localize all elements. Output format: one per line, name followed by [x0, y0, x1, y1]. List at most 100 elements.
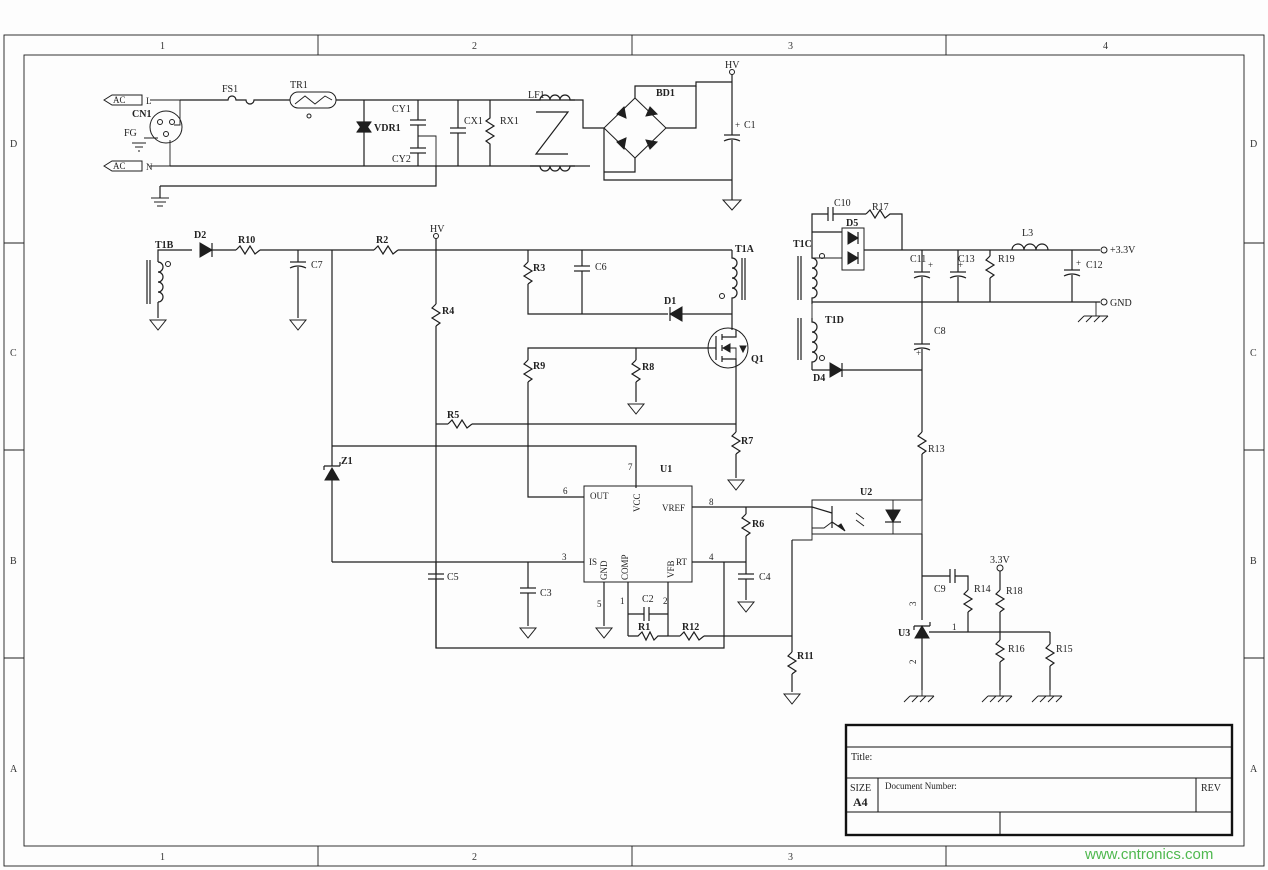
output-gnd-label: GND: [1110, 298, 1132, 309]
r5-label: R5: [447, 410, 459, 421]
frame-col-4-top: 4: [1103, 41, 1108, 52]
r19-label: R19: [998, 254, 1015, 265]
u1-pin-3-num: 3: [562, 552, 567, 562]
u2-optocoupler: [811, 499, 923, 535]
u1-pin-out: OUT: [590, 491, 609, 501]
c3-ground: [518, 627, 538, 639]
r8-resistor: [630, 359, 642, 383]
frame-row-c-left: C: [10, 348, 17, 359]
svg-text:+: +: [958, 260, 963, 270]
r13-label: R13: [928, 444, 945, 455]
r2-resistor: [373, 244, 399, 256]
frame-col-3-top: 3: [788, 41, 793, 52]
sense-3v3-label: 3.3V: [990, 555, 1011, 566]
u3-label: U3: [898, 628, 910, 639]
cn1-connector: [149, 110, 183, 144]
fs1-fuse: [222, 95, 260, 105]
frame-row-b-right: B: [1250, 556, 1257, 567]
ac-connector-l: [103, 94, 143, 106]
d5-label: D5: [846, 218, 858, 229]
ac-connector-n: [103, 160, 143, 172]
u3-shunt-regulator: [914, 625, 930, 639]
r17-label: R17: [872, 202, 889, 213]
z1-zener: [324, 467, 340, 481]
d5-dual-diode: [841, 227, 865, 271]
r19-resistor: [984, 255, 996, 279]
u3-chassis-ground: [903, 690, 935, 703]
c1-ground: [721, 199, 743, 211]
size-field-label: SIZE: [850, 783, 871, 794]
frame-col-1-bottom: 1: [160, 852, 165, 863]
r9-resistor: [522, 359, 534, 383]
r3-label: R3: [533, 263, 545, 274]
r7-label: R7: [741, 436, 753, 447]
l3-label: L3: [1022, 228, 1033, 239]
c9-label: C9: [934, 584, 946, 595]
r16-resistor: [994, 639, 1006, 663]
svg-text:+: +: [735, 120, 740, 130]
c6-label: C6: [595, 262, 607, 273]
r10-resistor: [235, 244, 261, 256]
r8-ground: [626, 403, 646, 415]
r11-label: R11: [797, 651, 814, 662]
output-gnd-terminal: [1100, 298, 1108, 306]
frame-row-c-right: C: [1250, 348, 1257, 359]
u1-pin-vref: VREF: [662, 503, 685, 513]
c10-label: C10: [834, 198, 851, 209]
cn1-label: CN1: [132, 109, 151, 120]
r15-label: R15: [1056, 644, 1073, 655]
r16-chassis-ground: [981, 690, 1013, 703]
r15-resistor: [1044, 643, 1056, 667]
frame-row-d-left: D: [10, 139, 17, 150]
fs1-label: FS1: [222, 84, 238, 95]
l3-inductor: [1011, 243, 1049, 251]
r9-label: R9: [533, 361, 545, 372]
c8-label: C8: [934, 326, 946, 337]
r11-resistor: [786, 651, 798, 675]
u1-controller: [583, 485, 693, 583]
frame-col-2-top: 2: [472, 41, 477, 52]
ac-label-n: AC: [113, 161, 126, 171]
c1-label: C1: [744, 120, 756, 131]
cy1-label: CY1: [392, 104, 411, 115]
d4-label: D4: [813, 373, 825, 384]
cn1-pin-l-label: L: [146, 96, 152, 106]
frame-col-3-bottom: 3: [788, 852, 793, 863]
r14-resistor: [962, 589, 974, 613]
r3-resistor: [522, 261, 534, 285]
ac-input-section: AC AC L N CN1 FG FS1 TR1 VDR1: [103, 60, 756, 211]
c4-label: C4: [759, 572, 771, 583]
lf1-choke-bottom: [530, 165, 575, 172]
r16-label: R16: [1008, 644, 1025, 655]
u1-pin-gnd: GND: [599, 560, 609, 580]
frame-row-a-left: A: [10, 764, 18, 775]
u1-label: U1: [660, 464, 672, 475]
u1-pin-rt: RT: [676, 557, 687, 567]
svg-text:+: +: [916, 348, 921, 358]
secondary-output-section: T1C C10 R17 D5 C11 + C13 + R19 L3: [793, 198, 1136, 703]
r1-label: R1: [638, 622, 650, 633]
tr1-label: TR1: [290, 80, 308, 91]
r14-label: R14: [974, 584, 991, 595]
d1-label: D1: [664, 296, 676, 307]
r1-resistor: [628, 630, 668, 642]
frame-row-d-right: D: [1250, 139, 1257, 150]
drawing-frame: 1 2 3 4 1 2 3 D C B A D C B A: [3, 34, 1265, 867]
output-3v3-terminal: [1100, 246, 1108, 254]
r2-label: R2: [376, 235, 388, 246]
u2-label: U2: [860, 487, 872, 498]
q1-label: Q1: [751, 354, 764, 365]
r11-ground: [782, 693, 802, 705]
r7-resistor: [730, 431, 742, 455]
r8-label: R8: [642, 362, 654, 373]
output-3v3-label: +3.3V: [1110, 245, 1136, 256]
output-chassis-ground: [1077, 302, 1109, 323]
lf1-label: LF1: [528, 90, 545, 101]
r6-resistor: [740, 513, 752, 537]
r17-resistor: [865, 208, 903, 250]
primary-control-section: T1B D2 R10 C7 R2 HV R4 R3: [146, 224, 814, 705]
u3-pin-2-num: 2: [908, 660, 918, 665]
r12-label: R12: [682, 622, 699, 633]
u1-pin-5-num: 5: [597, 599, 602, 609]
